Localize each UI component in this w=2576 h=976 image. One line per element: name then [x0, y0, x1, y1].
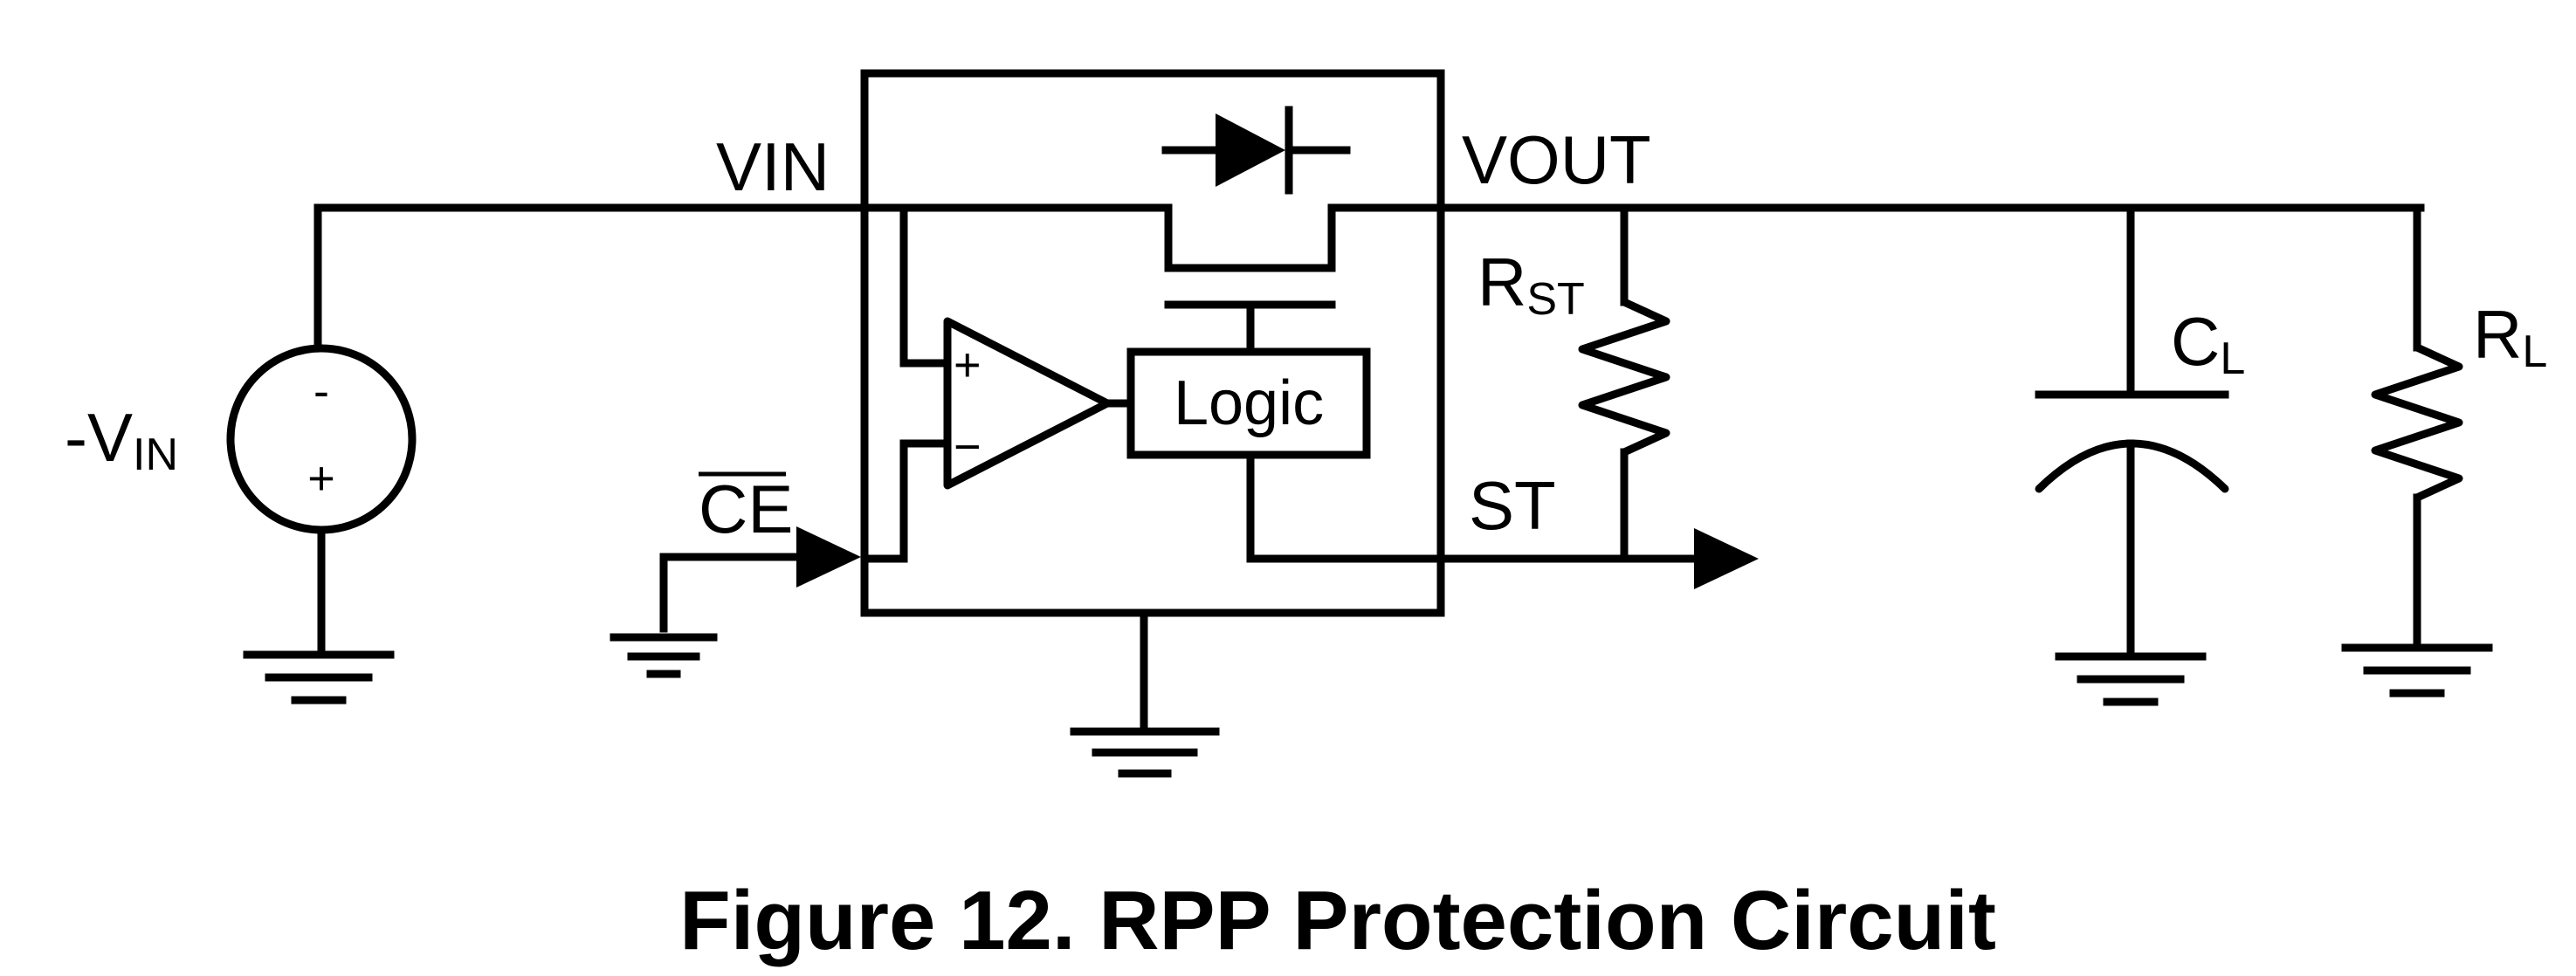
- rst-label: RST: [1477, 244, 1585, 325]
- cl-ground-icon: [2055, 652, 2207, 706]
- comparator-icon: + −: [943, 317, 1112, 490]
- source-ground-icon: [243, 650, 395, 705]
- source-label-main: -V: [65, 399, 133, 476]
- source-label-sub: IN: [133, 430, 178, 480]
- source-plus-label: +: [307, 452, 335, 505]
- source-minus-label: -: [313, 365, 329, 417]
- rst-resistor-icon: [1578, 298, 1670, 457]
- opamp-plus-label: +: [954, 339, 981, 391]
- logic-label: Logic: [1174, 368, 1324, 438]
- cl-label-main: C: [2171, 303, 2220, 380]
- ic-package-box: [860, 69, 1445, 617]
- vout-label: VOUT: [1462, 121, 1651, 198]
- figure-caption: Figure 12. RPP Protection Circuit: [679, 874, 1996, 967]
- ic-ground-icon: [1070, 727, 1220, 778]
- st-output-wire: [1246, 450, 1716, 563]
- rl-label-main: R: [2473, 296, 2522, 373]
- cl-label: CL: [2171, 303, 2245, 384]
- pass-fet-icon: [1164, 300, 1336, 354]
- rl-label: RL: [2473, 296, 2547, 377]
- rl-label-sub: L: [2522, 326, 2547, 377]
- st-label: ST: [1469, 467, 1556, 544]
- ce-ground-icon: [610, 633, 718, 678]
- ce-input-wire: [659, 553, 806, 633]
- vin-label: VIN: [716, 128, 830, 205]
- cl-label-sub: L: [2220, 333, 2245, 384]
- rl-ground-icon: [2341, 643, 2493, 698]
- ce-label: CE: [699, 471, 793, 547]
- source-label: -VIN: [65, 399, 178, 480]
- body-diode-icon: [1161, 106, 1351, 195]
- st-arrow-icon: [1694, 528, 1759, 589]
- rst-label-main: R: [1477, 244, 1526, 320]
- rst-label-sub: ST: [1526, 274, 1584, 325]
- ce-arrow-icon: [796, 526, 861, 588]
- opamp-minus-label: −: [954, 421, 981, 473]
- vin-rail-wire: [313, 203, 2425, 272]
- rl-resistor-icon: [2371, 343, 2463, 502]
